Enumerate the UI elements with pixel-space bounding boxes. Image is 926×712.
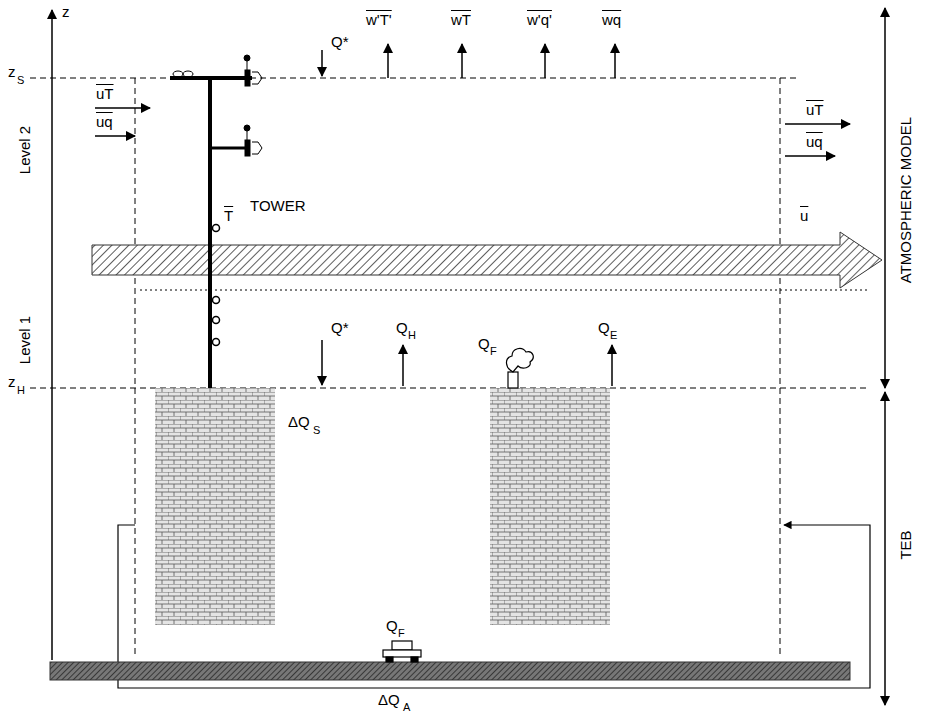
storage-subscript: S [313, 423, 320, 437]
reference-lines [30, 78, 870, 655]
wind-label: u [800, 206, 808, 226]
advection-label: uq [806, 132, 823, 152]
flux-subscript: F [398, 626, 405, 640]
level-label: Level 1 [15, 316, 35, 364]
advection-label: uq [96, 112, 113, 132]
sensor-label: T [224, 206, 233, 226]
car [383, 641, 421, 662]
height-subscript: H [17, 383, 25, 397]
flux-label: Q* [331, 318, 349, 338]
storage-label: ΔQ [288, 412, 310, 432]
advection-label: uT [96, 84, 114, 104]
flux-label: wq [602, 10, 621, 30]
flux-label: Q* [331, 32, 349, 52]
flux-label: Q [598, 318, 610, 338]
height-label: z [8, 372, 16, 392]
buildings [155, 388, 610, 625]
flux-label: w'T' [366, 10, 392, 30]
flux-subscript: E [610, 328, 617, 342]
flux-label: w'q' [527, 10, 552, 30]
flux-arrows [95, 44, 850, 386]
tower [170, 55, 262, 388]
level-label: Level 2 [15, 126, 35, 174]
model-label: TEB [896, 530, 916, 559]
advection-label: uT [806, 100, 824, 120]
advection-subscript: A [403, 700, 410, 712]
flux-label: wT [451, 10, 471, 30]
model-label: ATMOSPHERIC MODEL [896, 117, 916, 283]
flux-subscript: H [408, 328, 416, 342]
tower-label: TOWER [250, 196, 306, 216]
height-subscript: S [17, 73, 24, 87]
axes [52, 8, 885, 705]
flux-subscript: F [490, 344, 497, 358]
ground [50, 662, 850, 680]
flux-label: Q [396, 318, 408, 338]
flux-label: Q [478, 334, 490, 354]
height-label: z [8, 62, 16, 82]
advection-label: ΔQ [378, 690, 400, 710]
flux-label: Q [386, 616, 398, 636]
chimney [506, 349, 533, 388]
axis-label: z [62, 2, 70, 22]
